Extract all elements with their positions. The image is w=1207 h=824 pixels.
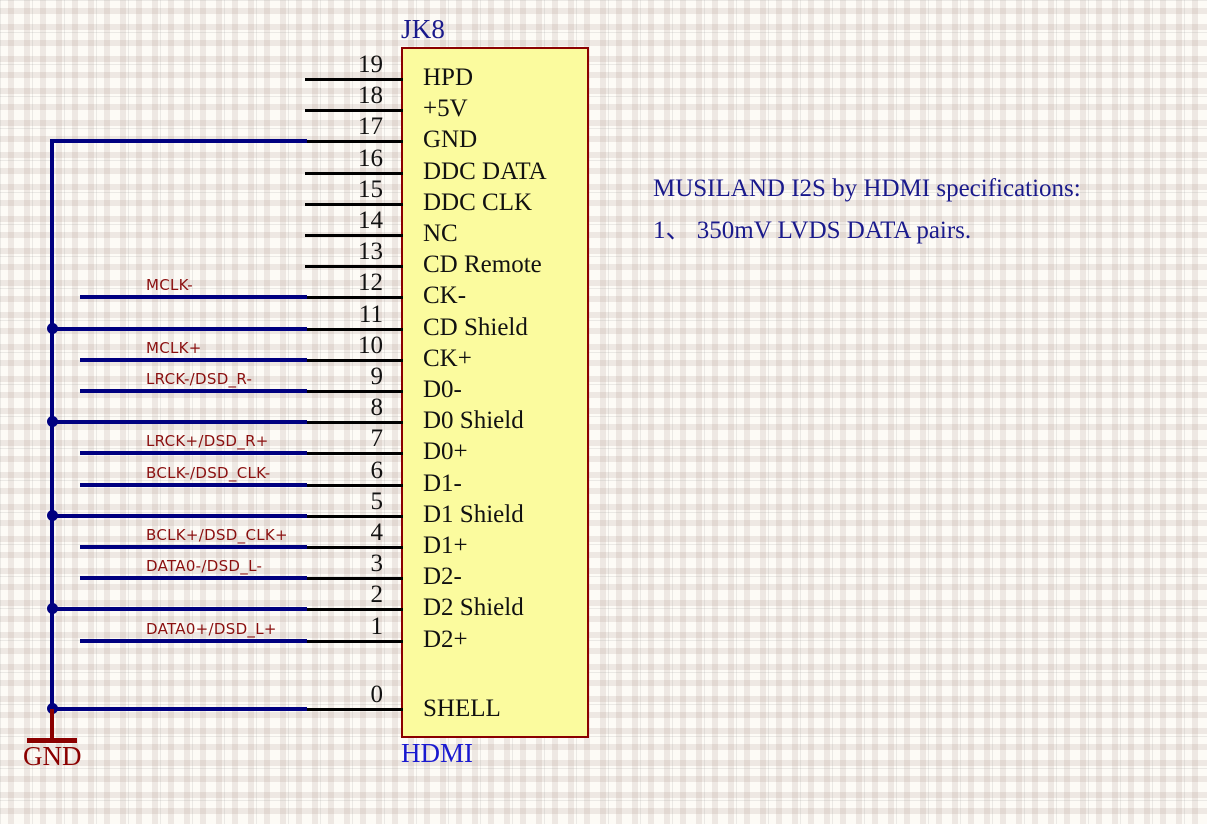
pin-number-6: 6	[370, 457, 384, 484]
pin-number-17: 17	[358, 113, 383, 140]
net-label-data0-dsd-l-: DATA0-/DSD_L-	[146, 557, 263, 575]
net-label-lrck-dsd-r-: LRCK-/DSD_R-	[146, 370, 253, 388]
wire-junction-dot	[47, 603, 58, 614]
pin-name-19: HPD	[423, 64, 474, 91]
wire-pin-7	[80, 451, 307, 455]
pin-number-9: 9	[370, 363, 384, 390]
wire-pin-0	[50, 707, 307, 711]
pin-number-19: 19	[358, 51, 383, 78]
pin-number-13: 13	[358, 238, 383, 265]
wire-pin-3	[80, 576, 307, 580]
net-label-mclk-: MCLK-	[146, 276, 193, 294]
pin-lead-5	[305, 515, 403, 518]
pin-number-1: 1	[370, 613, 384, 640]
pin-name-13: CD Remote	[423, 251, 542, 278]
wire-pin-6	[80, 483, 307, 487]
pin-number-10: 10	[358, 332, 383, 359]
pin-name-14: NC	[423, 220, 458, 247]
note-line-1: 1、 350mV LVDS DATA pairs.	[653, 217, 972, 244]
pin-lead-1	[305, 640, 403, 643]
wire-junction-dot	[47, 323, 58, 334]
pin-name-5: D1 Shield	[423, 501, 524, 528]
pin-name-1: D2+	[423, 626, 468, 653]
pin-lead-19	[305, 78, 403, 81]
pin-name-10: CK+	[423, 345, 472, 372]
pin-number-14: 14	[358, 207, 383, 234]
pin-lead-13	[305, 265, 403, 268]
wire-pin-17	[50, 139, 307, 143]
pin-lead-18	[305, 109, 403, 112]
wire-junction-dot-gnd	[47, 703, 58, 714]
pin-lead-0	[305, 708, 403, 711]
pin-number-3: 3	[370, 550, 384, 577]
gnd-label: GND	[23, 741, 82, 771]
wire-pin-5	[50, 514, 307, 518]
pin-number-11: 11	[358, 301, 383, 328]
pin-lead-7	[305, 452, 403, 455]
pin-name-3: D2-	[423, 563, 462, 590]
net-label-bclk-dsd-clk-: BCLK+/DSD_CLK+	[146, 526, 288, 544]
pin-number-18: 18	[358, 82, 383, 109]
pin-number-0: 0	[370, 681, 384, 708]
net-label-mclk-: MCLK+	[146, 339, 202, 357]
pin-name-12: CK-	[423, 282, 467, 309]
pin-lead-14	[305, 234, 403, 237]
pin-name-15: DDC CLK	[423, 189, 533, 216]
pin-lead-12	[305, 296, 403, 299]
pin-lead-11	[305, 328, 403, 331]
pin-lead-6	[305, 484, 403, 487]
pin-lead-3	[305, 577, 403, 580]
net-label-data0-dsd-l-: DATA0+/DSD_L+	[146, 620, 277, 638]
wire-pin-2	[50, 607, 307, 611]
pin-name-4: D1+	[423, 532, 468, 559]
gnd-symbol-stem	[50, 709, 54, 740]
pin-lead-10	[305, 359, 403, 362]
gnd-symbol-bar	[27, 738, 77, 743]
pin-number-15: 15	[358, 176, 383, 203]
pin-name-9: D0-	[423, 376, 462, 403]
pin-name-7: D0+	[423, 438, 468, 465]
pin-name-0: SHELL	[423, 695, 501, 722]
pin-name-2: D2 Shield	[423, 594, 524, 621]
pin-number-8: 8	[370, 394, 384, 421]
pin-name-11: CD Shield	[423, 314, 528, 341]
pin-number-4: 4	[370, 519, 384, 546]
wire-pin-4	[80, 545, 307, 549]
wire-pin-1	[80, 639, 307, 643]
wire-junction-dot	[47, 416, 58, 427]
pin-number-12: 12	[358, 269, 383, 296]
pin-name-18: +5V	[423, 95, 468, 122]
connector-type-label: HDMI	[401, 738, 473, 768]
pin-name-16: DDC DATA	[423, 158, 547, 185]
pin-lead-4	[305, 546, 403, 549]
pin-number-5: 5	[370, 488, 384, 515]
pin-name-6: D1-	[423, 470, 462, 497]
wire-pin-9	[80, 389, 307, 393]
wire-pin-12	[80, 295, 307, 299]
pin-lead-9	[305, 390, 403, 393]
note-line-title: MUSILAND I2S by HDMI specifications:	[653, 175, 1081, 202]
wire-junction-dot	[47, 510, 58, 521]
pin-number-16: 16	[358, 145, 383, 172]
wire-pin-10	[80, 358, 307, 362]
net-label-lrck-dsd-r-: LRCK+/DSD_R+	[146, 432, 269, 450]
wire-pin-11	[50, 327, 307, 331]
connector-reference-label: JK8	[401, 14, 446, 44]
wire-pin-8	[50, 420, 307, 424]
pin-lead-2	[305, 608, 403, 611]
pin-number-2: 2	[370, 581, 384, 608]
net-label-bclk-dsd-clk-: BCLK-/DSD_CLK-	[146, 464, 271, 482]
pin-lead-16	[305, 172, 403, 175]
pin-lead-15	[305, 203, 403, 206]
pin-name-8: D0 Shield	[423, 407, 524, 434]
pin-lead-17	[305, 140, 403, 143]
connector-body-jk8	[401, 47, 589, 738]
pin-lead-8	[305, 421, 403, 424]
specifications-note-block: MUSILAND I2S by HDMI specifications: 1、 …	[653, 168, 1173, 252]
pin-name-17: GND	[423, 126, 478, 153]
pin-number-7: 7	[370, 425, 384, 452]
